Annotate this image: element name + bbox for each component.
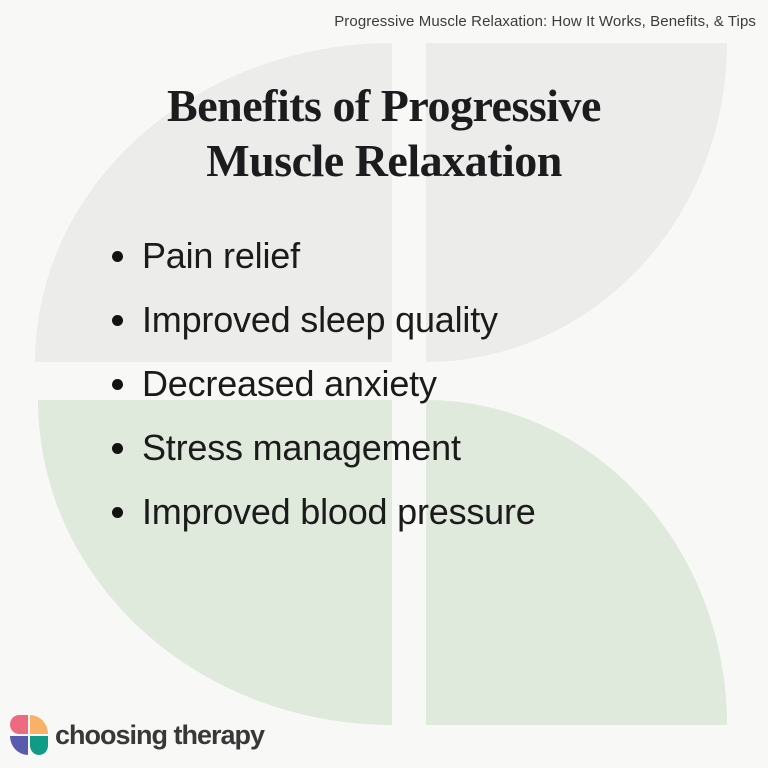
breadcrumb: Progressive Muscle Relaxation: How It Wo… (334, 13, 756, 30)
bullet-dot (112, 314, 123, 326)
logo-petal-purple (10, 736, 28, 755)
page-title: Benefits of Progressive Muscle Relaxatio… (0, 78, 768, 188)
benefits-list: Pain relief Improved sleep quality Decre… (112, 224, 536, 544)
page-title-line-2: Muscle Relaxation (206, 135, 562, 186)
bullet-dot (112, 506, 123, 518)
list-item: Improved sleep quality (112, 288, 536, 352)
logo-petal-orange (30, 715, 48, 734)
list-item-label: Improved sleep quality (142, 299, 498, 340)
list-item-label: Pain relief (142, 235, 300, 276)
list-item: Pain relief (112, 224, 536, 288)
brand-name: choosing therapy (55, 719, 265, 750)
logo-petal-teal (30, 736, 48, 755)
list-item-label: Decreased anxiety (142, 363, 437, 404)
list-item: Decreased anxiety (112, 352, 536, 416)
list-item: Improved blood pressure (112, 480, 536, 544)
page-title-line-1: Benefits of Progressive (167, 80, 601, 131)
list-item-label: Improved blood pressure (142, 491, 536, 532)
bullet-dot (112, 442, 123, 454)
list-item-label: Stress management (142, 427, 461, 468)
bullet-dot (112, 378, 123, 390)
brand-logo: choosing therapy (10, 715, 265, 755)
list-item: Stress management (112, 416, 536, 480)
logo-petal-pink (10, 715, 28, 734)
brand-logo-icon (10, 715, 48, 755)
bullet-dot (112, 250, 123, 262)
